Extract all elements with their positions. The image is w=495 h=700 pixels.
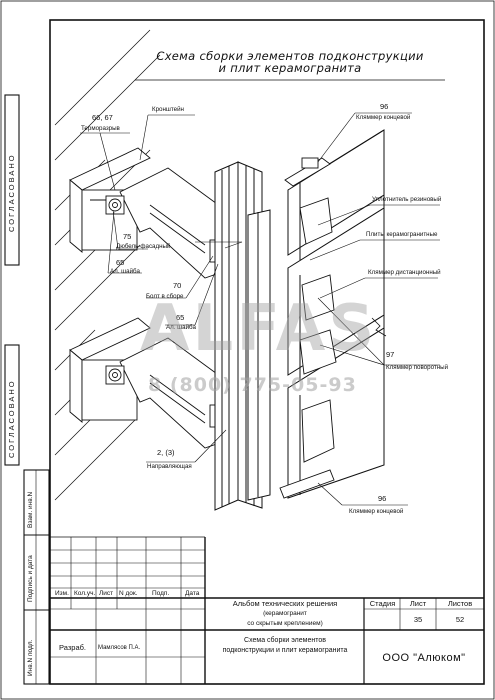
left-margin-stamps [4,94,50,685]
callout-96-top-number: 96 [380,102,389,111]
callout-70-number: 70 [173,281,182,290]
callout-97-number: 97 [386,350,395,359]
callout-65a-number: 65 [116,258,125,267]
sheet-title-line-2: и плит керамогранита [218,61,362,75]
watermark-phone: 8 (800) 775-05-93 [148,374,357,396]
sheet-title: Схема сборки элементов подконструкции и … [140,50,440,74]
callout-sealant-label: Уплотнитель резиновый [372,196,442,203]
approval-stamp-upper: СОГЛАСОВАНО [7,153,16,232]
callout-75-label: Дюбель-фасадный [116,243,171,250]
guide-rail [214,161,271,511]
tb-sheets-value: 52 [455,615,465,624]
callout-6667-number: 66, 67 [92,113,113,122]
callout-96-bottom-label: Кляммер концевой [349,508,404,515]
callout-65b-label: Ал. шайба [166,324,196,331]
tb-col-podp: Подп. [152,590,170,597]
tb-sheet-header: Лист [409,599,427,608]
tb-description-line-1: Схема сборки элементов [244,637,326,644]
tb-col-list: Лист [99,590,114,597]
tb-developer-role: Разраб. [59,643,87,652]
title-block-grid [50,536,484,684]
clamps [279,157,337,499]
inventory-original-label: Инв.N подл. [27,639,34,676]
tb-album-sub1: (керамогранит [263,610,307,617]
tb-col-izm: Изм. [55,590,69,597]
callout-96-bottom-number: 96 [378,494,387,503]
tb-col-data: Дата [185,590,200,597]
tb-col-kol: Кол.уч. [74,590,96,597]
tb-sheet-value: 35 [413,615,423,624]
tb-description-line-2: подконструкции и плит керамогранита [222,647,348,654]
callout-bracket-label: Кронштейн [152,106,184,113]
tb-album-title: Альбом технических решения [232,599,338,608]
callout-spacer-label: Кляммер дистанционный [368,269,441,276]
leader-lines [80,112,440,506]
callout-plates-label: Плиты керамогранитные [366,231,438,238]
tb-company-name: ООО "Алюком" [382,652,466,664]
inner-frame [49,19,485,685]
callout-70-label: Болт в сборе [146,293,184,300]
assembly-drawing [54,29,445,511]
upper-bracket [69,147,235,279]
inventory-replace-label: Взам. инв.N [27,491,34,528]
callout-23-number: 2, (3) [157,448,175,457]
tb-stage-header: Стадия [369,599,396,608]
tb-album-sub2: со скрытым креплением) [247,620,323,627]
callout-6667-label: Терморазрыв [81,125,120,132]
callout-65a-label: Ал. шайба [110,268,140,275]
signature-date-label: Подпись и дата [27,555,34,602]
break-mark [371,317,387,337]
callout-97-label: Кляммер поворотный [386,364,449,371]
callout-75-number: 75 [123,232,132,241]
watermark-logo: ALFAS [140,292,378,366]
callout-96-top-label: Кляммер концевой [356,114,411,121]
callout-23-label: Направляющая [147,463,192,470]
tb-sheets-header: Листов [447,599,473,608]
callout-65b-number: 65 [176,313,185,322]
sheet-title-line-1: Схема сборки элементов подконструкции [156,49,424,63]
tb-col-ndok: N док. [119,590,138,597]
tb-developer-name: Мамлясов П.А. [98,645,141,651]
approval-stamp-lower: СОГЛАСОВАНО [7,379,16,458]
